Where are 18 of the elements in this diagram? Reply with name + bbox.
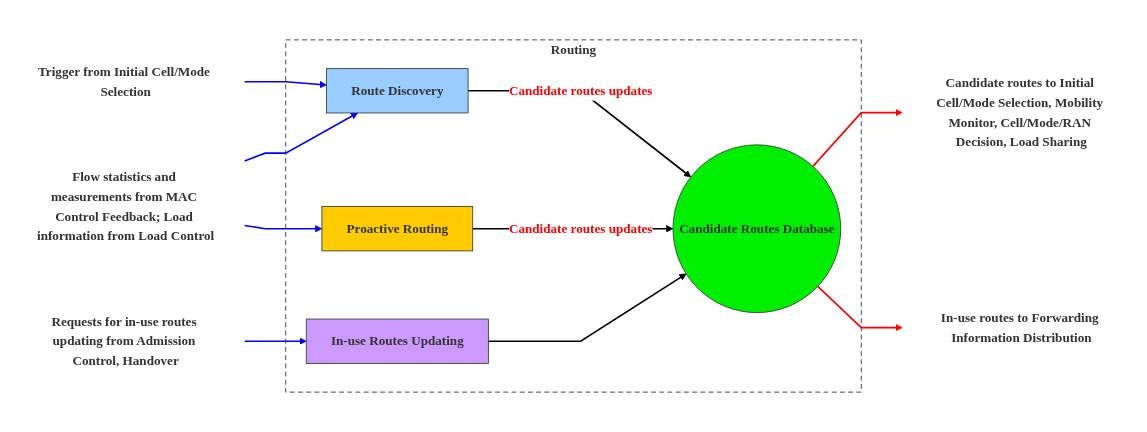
node-text: Candidate routes to Initial Cell/Mode Selection, Mobility Monitor, Cell/Mode/RAN Decision, Load Sharing bbox=[936, 75, 1104, 149]
arrow bbox=[243, 112, 358, 162]
node-text: Trigger from Initial Cell/Mode Selection bbox=[38, 64, 210, 99]
arrow bbox=[812, 109, 903, 168]
node-box: Proactive Routing bbox=[321, 206, 474, 252]
node-box: In-use Routes Updating bbox=[305, 318, 489, 364]
node-text: In-use routes to Forwarding Information Distribution bbox=[940, 310, 1099, 345]
arrow bbox=[243, 80, 327, 89]
node-circle: Candidate Routes Database bbox=[672, 144, 842, 314]
arrow bbox=[243, 224, 323, 233]
node-text: Requests for in-use routes updating from Admission Control, Handover bbox=[51, 314, 197, 368]
node-box: Route Discovery bbox=[326, 68, 469, 114]
arrow bbox=[243, 337, 307, 345]
arrow bbox=[816, 285, 903, 332]
edge-label: Candidate routes updates bbox=[508, 83, 653, 98]
node-text: Flow statistics and measurements from MAC Control Feedback; Load information from Load Control bbox=[37, 169, 215, 243]
arrow bbox=[487, 273, 687, 343]
edge-label: Candidate routes updates bbox=[508, 221, 653, 236]
